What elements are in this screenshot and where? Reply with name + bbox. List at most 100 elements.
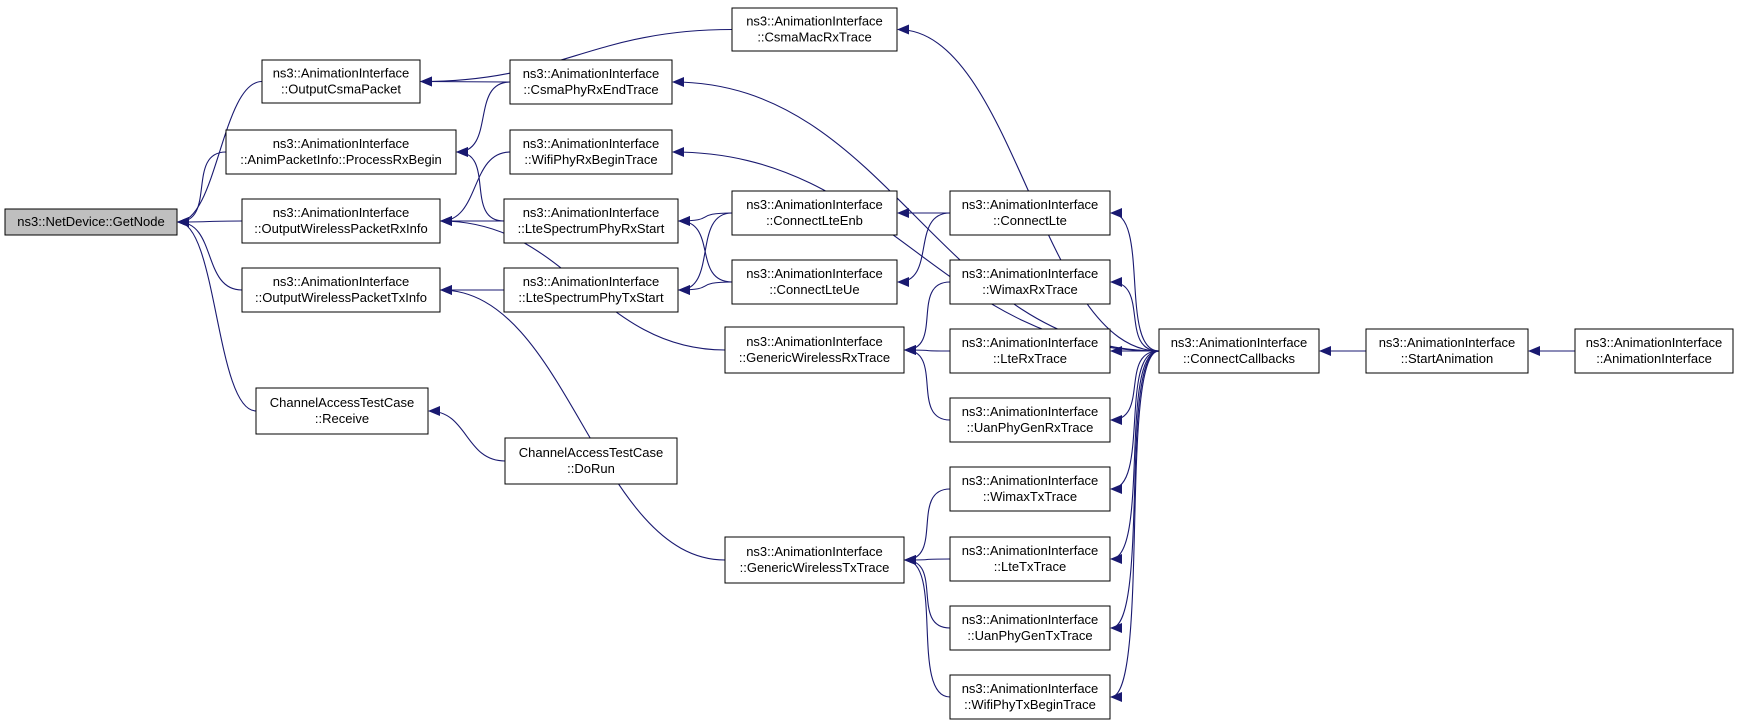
node-uanrx[interactable]: ns3::AnimationInterface::UanPhyGenRxTrac… bbox=[949, 397, 1111, 443]
node-label: ::OutputCsmaPacket bbox=[281, 82, 401, 97]
edge-connectcb-to-wimaxrx bbox=[1110, 277, 1160, 352]
edge-wimaxtx-to-gentx bbox=[904, 488, 951, 565]
node-box bbox=[241, 267, 441, 313]
node-connectlte[interactable]: ns3::AnimationInterface::ConnectLte bbox=[949, 190, 1111, 236]
node-genrx[interactable]: ns3::AnimationInterface::GenericWireless… bbox=[724, 326, 905, 374]
edge-uantx-to-gentx bbox=[904, 555, 951, 629]
edge-connectlte-to-connectue bbox=[897, 212, 951, 287]
node-label: ns3::AnimationInterface bbox=[1171, 335, 1308, 350]
node-lterx[interactable]: ns3::AnimationInterface::LteRxTrace bbox=[949, 328, 1111, 374]
node-label: ns3::AnimationInterface bbox=[273, 136, 410, 151]
node-connectcb[interactable]: ns3::AnimationInterface::ConnectCallback… bbox=[1158, 328, 1320, 374]
node-box bbox=[731, 259, 898, 305]
node-box bbox=[731, 190, 898, 236]
node-label: ns3::AnimationInterface bbox=[962, 681, 1099, 696]
node-ltespecrx[interactable]: ns3::AnimationInterface::LteSpectrumPhyR… bbox=[503, 198, 679, 244]
node-uantx[interactable]: ns3::AnimationInterface::UanPhyGenTxTrac… bbox=[949, 605, 1111, 651]
node-csmamac[interactable]: ns3::AnimationInterface::CsmaMacRxTrace bbox=[731, 7, 898, 52]
node-label: ns3::AnimationInterface bbox=[962, 404, 1099, 419]
node-box bbox=[255, 387, 429, 435]
edge-connectcb-to-wifitxbegin bbox=[1110, 350, 1160, 702]
node-box bbox=[949, 397, 1111, 443]
node-animctor[interactable]: ns3::AnimationInterface::AnimationInterf… bbox=[1574, 328, 1734, 374]
node-ltespectx[interactable]: ns3::AnimationInterface::LteSpectrumPhyT… bbox=[503, 267, 679, 313]
node-csmaphy[interactable]: ns3::AnimationInterface::CsmaPhyRxEndTra… bbox=[509, 59, 673, 105]
node-box bbox=[1158, 328, 1320, 374]
node-label: ns3::AnimationInterface bbox=[962, 473, 1099, 488]
node-label: ns3::AnimationInterface bbox=[523, 205, 660, 220]
node-box bbox=[225, 129, 457, 175]
node-label: ns3::AnimationInterface bbox=[746, 544, 883, 559]
node-box bbox=[261, 59, 421, 104]
node-box bbox=[724, 536, 905, 584]
node-label: ::ConnectCallbacks bbox=[1183, 351, 1295, 366]
node-label: ::UanPhyGenTxTrace bbox=[967, 628, 1092, 643]
node-dorun[interactable]: ChannelAccessTestCase::DoRun bbox=[504, 437, 678, 485]
node-label: ns3::AnimationInterface bbox=[1586, 335, 1723, 350]
node-box bbox=[949, 536, 1111, 582]
node-box bbox=[504, 437, 678, 485]
node-getnode[interactable]: ns3::NetDevice::GetNode bbox=[4, 208, 178, 236]
node-connectenb[interactable]: ns3::AnimationInterface::ConnectLteEnb bbox=[731, 190, 898, 236]
node-label: ns3::AnimationInterface bbox=[523, 274, 660, 289]
node-box bbox=[4, 208, 178, 236]
node-label: ::WimaxTxTrace bbox=[983, 489, 1077, 504]
node-label: ::CsmaPhyRxEndTrace bbox=[523, 82, 658, 97]
node-box bbox=[241, 198, 441, 244]
edge-connectue-to-ltespectx bbox=[678, 281, 733, 295]
node-label: ::AnimationInterface bbox=[1596, 351, 1712, 366]
edge-dorun-to-receive bbox=[428, 406, 506, 462]
node-box bbox=[949, 674, 1111, 720]
edge-connectcb-to-wimaxtx bbox=[1110, 350, 1160, 494]
node-box bbox=[949, 328, 1111, 374]
node-outputcsma[interactable]: ns3::AnimationInterface::OutputCsmaPacke… bbox=[261, 59, 421, 104]
node-ltetx[interactable]: ns3::AnimationInterface::LteTxTrace bbox=[949, 536, 1111, 582]
node-label: ::Receive bbox=[315, 411, 369, 426]
edge-connectcb-to-connectlte bbox=[1110, 208, 1160, 352]
edge-connectenb-to-ltespectx bbox=[678, 212, 733, 295]
edge-gentx-to-wirelesstx bbox=[440, 285, 726, 561]
node-label: ns3::AnimationInterface bbox=[273, 205, 410, 220]
node-label: ns3::AnimationInterface bbox=[523, 66, 660, 81]
node-label: ::LteSpectrumPhyTxStart bbox=[518, 290, 664, 305]
edge-wimaxrx-to-genrx bbox=[904, 281, 951, 355]
node-label: ns3::AnimationInterface bbox=[273, 274, 410, 289]
node-wimaxtx[interactable]: ns3::AnimationInterface::WimaxTxTrace bbox=[949, 466, 1111, 512]
edges-layer bbox=[177, 24, 1576, 702]
node-label: ::ConnectLte bbox=[993, 213, 1067, 228]
node-processrx[interactable]: ns3::AnimationInterface::AnimPacketInfo:… bbox=[225, 129, 457, 175]
node-label: ::ConnectLteUe bbox=[769, 282, 859, 297]
edge-connectcb-to-csmamac bbox=[897, 24, 1160, 352]
edge-connectcb-to-uantx bbox=[1110, 350, 1160, 633]
node-label: ChannelAccessTestCase bbox=[519, 445, 664, 460]
node-startanim[interactable]: ns3::AnimationInterface::StartAnimation bbox=[1365, 328, 1529, 374]
node-label: ::GenericWirelessTxTrace bbox=[740, 560, 890, 575]
node-label: ::AnimPacketInfo::ProcessRxBegin bbox=[240, 152, 442, 167]
node-label: ::LteTxTrace bbox=[994, 559, 1066, 574]
node-label: ::CsmaMacRxTrace bbox=[757, 30, 871, 45]
edge-receive-to-getnode bbox=[177, 217, 257, 412]
node-gentx[interactable]: ns3::AnimationInterface::GenericWireless… bbox=[724, 536, 905, 584]
node-label: ns3::AnimationInterface bbox=[746, 334, 883, 349]
node-label: ::GenericWirelessRxTrace bbox=[739, 350, 890, 365]
node-box bbox=[949, 605, 1111, 651]
nodes-layer: ns3::NetDevice::GetNodens3::AnimationInt… bbox=[4, 7, 1734, 720]
node-receive[interactable]: ChannelAccessTestCase::Receive bbox=[255, 387, 429, 435]
node-wirelesstx[interactable]: ns3::AnimationInterface::OutputWirelessP… bbox=[241, 267, 441, 313]
node-wifitxbegin[interactable]: ns3::AnimationInterface::WifiPhyTxBeginT… bbox=[949, 674, 1111, 720]
node-label: ns3::AnimationInterface bbox=[962, 197, 1099, 212]
node-box bbox=[509, 59, 673, 105]
edge-outputcsma-to-getnode bbox=[177, 80, 263, 227]
node-connectue[interactable]: ns3::AnimationInterface::ConnectLteUe bbox=[731, 259, 898, 305]
node-wirelessrx[interactable]: ns3::AnimationInterface::OutputWirelessP… bbox=[241, 198, 441, 244]
edge-processrx-to-getnode bbox=[177, 151, 227, 227]
node-label: ns3::AnimationInterface bbox=[962, 612, 1099, 627]
edge-ltespecrx-to-processrx bbox=[456, 147, 505, 222]
edge-wirelessrx-to-getnode bbox=[177, 216, 243, 227]
node-wimaxrx[interactable]: ns3::AnimationInterface::WimaxRxTrace bbox=[949, 259, 1111, 305]
node-label: ::WifiPhyTxBeginTrace bbox=[964, 697, 1096, 712]
node-wifirxbegin[interactable]: ns3::AnimationInterface::WifiPhyRxBeginT… bbox=[509, 129, 673, 175]
node-label: ::WimaxRxTrace bbox=[982, 282, 1078, 297]
node-label: ::UanPhyGenRxTrace bbox=[967, 420, 1094, 435]
